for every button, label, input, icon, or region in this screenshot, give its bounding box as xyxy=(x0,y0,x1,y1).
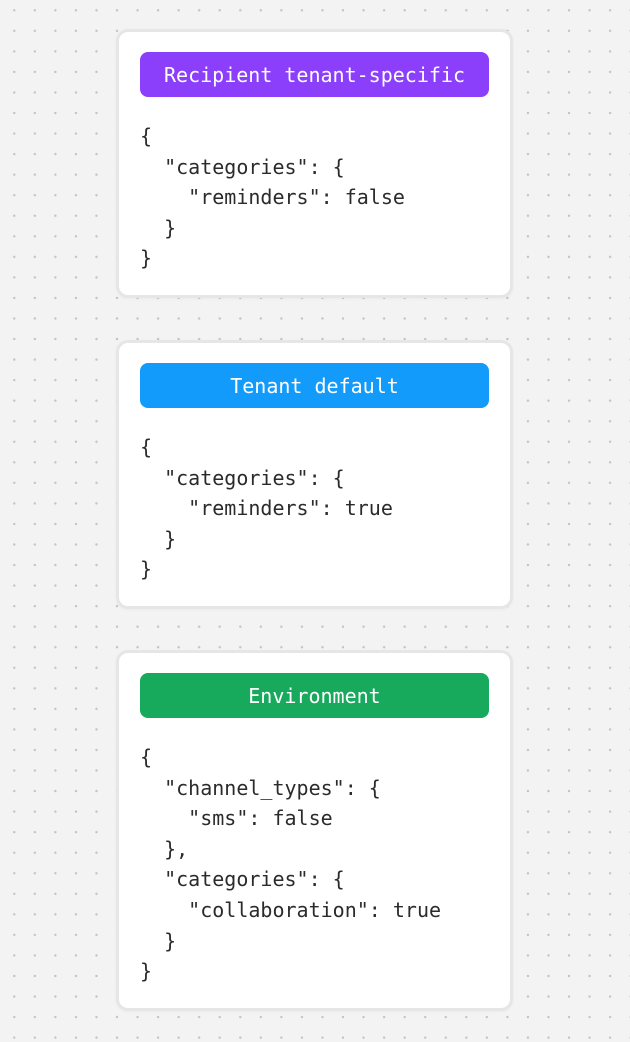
card-environment: Environment { "channel_types": { "sms": … xyxy=(116,650,513,1011)
badge-tenant-default: Tenant default xyxy=(140,363,489,408)
card-tenant-default: Tenant default { "categories": { "remind… xyxy=(116,340,513,609)
json-code-tenant-default: { "categories": { "reminders": true } } xyxy=(140,435,393,582)
json-code-recipient-tenant-specific: { "categories": { "reminders": false } } xyxy=(140,124,405,271)
badge-label: Tenant default xyxy=(230,373,399,398)
badge-recipient-tenant-specific: Recipient tenant-specific xyxy=(140,52,489,97)
badge-label: Recipient tenant-specific xyxy=(163,62,466,87)
json-code-environment: { "channel_types": { "sms": false }, "ca… xyxy=(140,745,442,984)
card-recipient-tenant-specific: Recipient tenant-specific { "categories"… xyxy=(116,29,513,298)
badge-label: Environment xyxy=(248,683,381,708)
badge-environment: Environment xyxy=(140,673,489,718)
